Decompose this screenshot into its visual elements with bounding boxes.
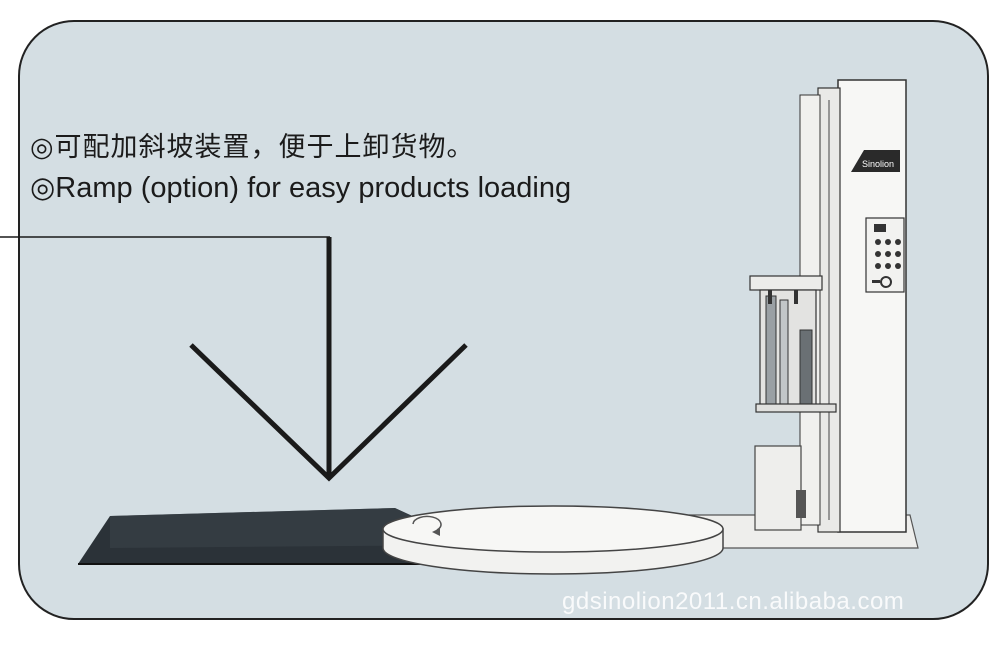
- watermark: gdsinolion2011.cn.alibaba.com: [562, 588, 905, 615]
- film-carriage: [749, 275, 837, 413]
- brand-logo-text: Sinolion: [862, 159, 894, 169]
- brand-logo: [851, 150, 900, 172]
- feature-caption: ◎可配加斜坡装置，便于上卸货物。 ◎Ramp (option) for easy…: [30, 128, 571, 208]
- turntable: [382, 505, 724, 575]
- control-panel: [865, 217, 905, 293]
- wrapping-tower: Sinolion: [749, 79, 907, 533]
- caption-english: ◎Ramp (option) for easy products loading: [30, 172, 572, 204]
- caption-chinese: ◎可配加斜坡装置，便于上卸货物。: [30, 132, 475, 163]
- pointer-arrow: [0, 236, 468, 482]
- ramp-plate: [78, 508, 478, 565]
- rotation-arrow-icon: [412, 515, 442, 531]
